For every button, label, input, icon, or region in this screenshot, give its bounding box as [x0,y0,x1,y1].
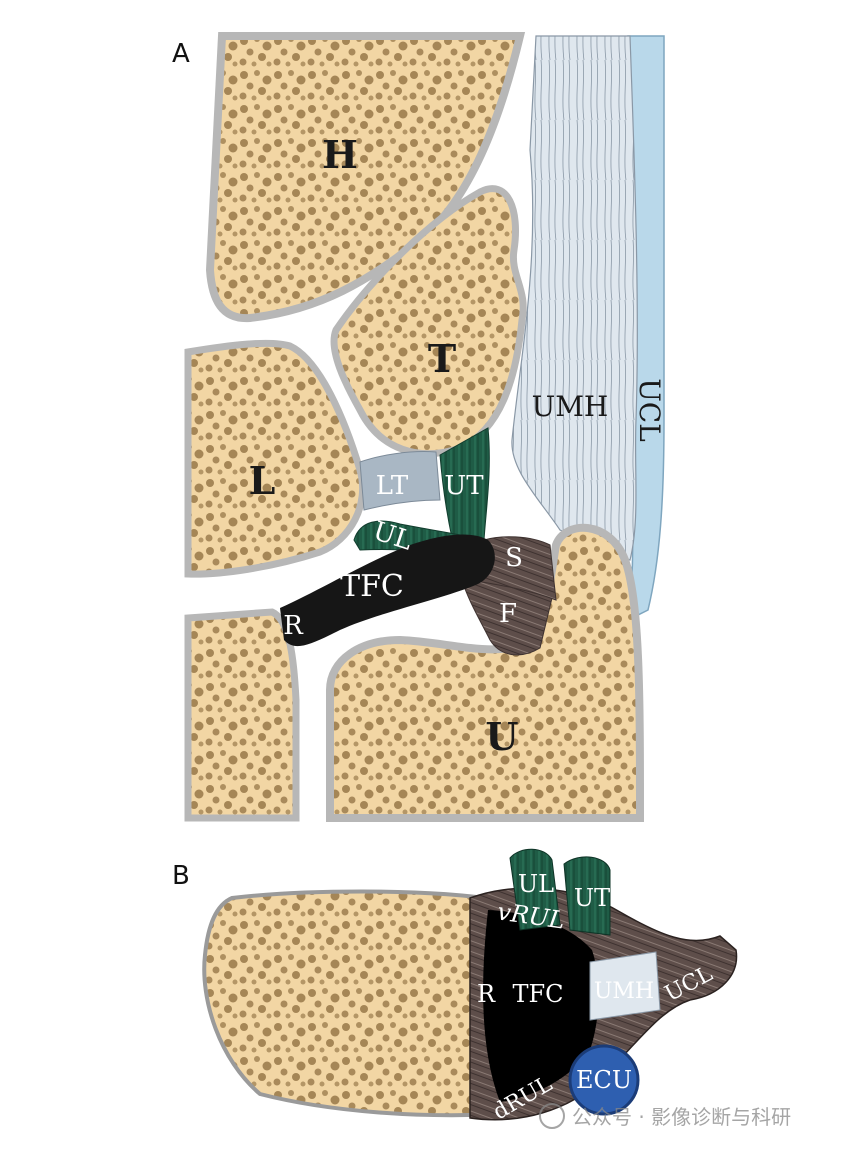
watermark-text: 公众号 · 影像诊断与科研 [572,1105,791,1129]
label-ut-b: UT [574,884,610,912]
tfc-disc [280,534,495,647]
label-tfc: TFC [340,569,404,604]
panel-b: B UL UT vRUL R TFC UMH UCL dRUL ECU [172,848,738,1125]
watermark: 公众号 · 影像诊断与科研 [539,1103,791,1129]
label-ecu: ECU [576,1066,632,1094]
ecu-tendon [568,1044,640,1116]
tfc-axial [483,910,599,1102]
label-s: S [505,543,523,573]
triquetrum-bone [330,185,527,458]
wechat-icon [539,1103,565,1129]
label-lt: LT [376,471,409,501]
umh-meniscus-homologue [511,35,638,561]
label-umh: UMH [532,390,609,423]
label-tfc-b: TFC [512,980,563,1008]
label-ut: UT [444,471,484,501]
panel-a-letter: A [172,39,190,69]
label-ulna: U [485,714,518,759]
label-ucl: UCL [633,378,666,442]
label-f: F [499,599,517,629]
radius-bone [184,608,300,822]
panel-b-letter: B [172,861,190,891]
panel-a: A H T L U UMH UCL LT UT [172,32,666,822]
label-triquetrum: T [428,336,456,381]
ut-axial-ligament [563,856,611,936]
label-umh-b: UMH [594,979,654,1004]
label-lunate: L [249,458,276,503]
lunate-bone [184,339,367,578]
label-radius-b: R [477,980,496,1008]
lt-ligament [359,451,441,511]
radius-axial-bone [202,889,503,1118]
ul-axial-ligament [509,848,561,931]
label-ul-b: UL [518,870,554,898]
label-hamate: H [322,132,358,177]
label-radius-a: R [283,611,304,641]
umh-axial [589,951,661,1021]
